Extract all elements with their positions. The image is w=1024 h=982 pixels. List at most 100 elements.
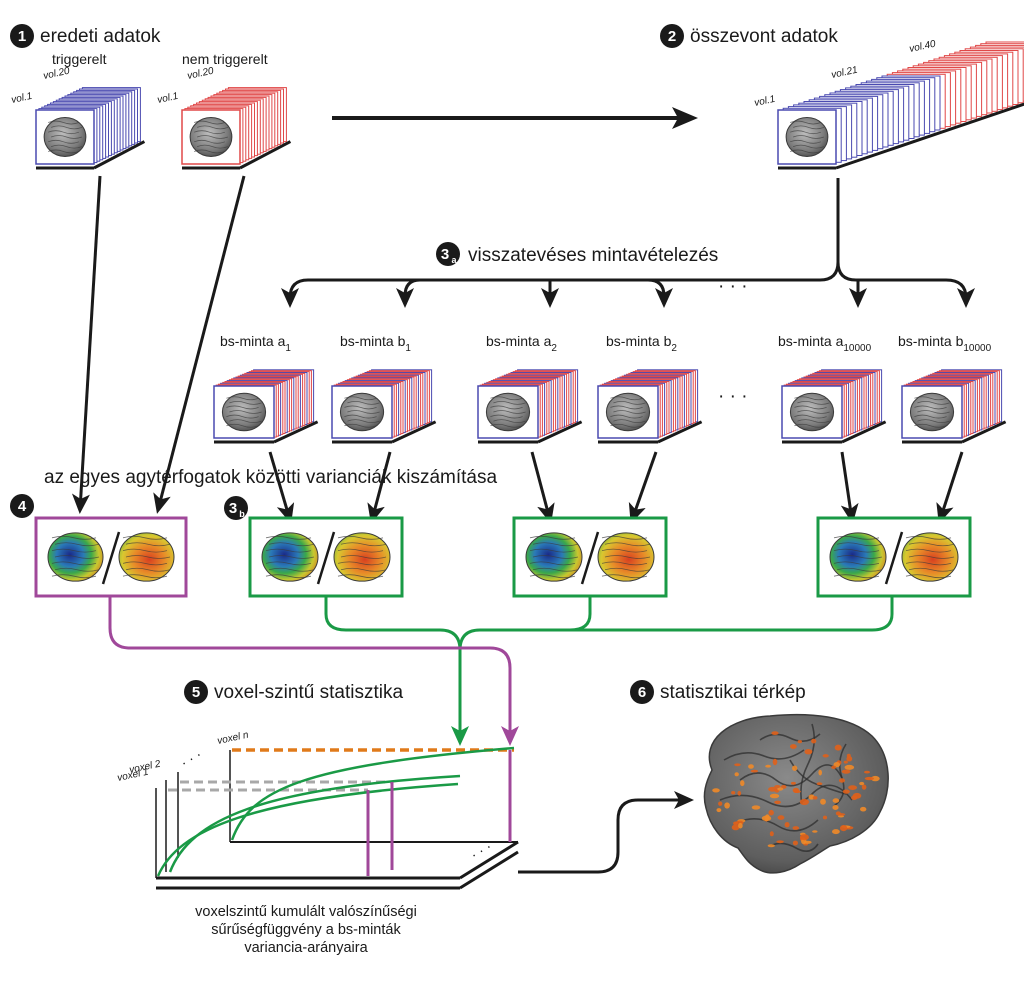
step-6-label: 6 statisztikai térkép [630, 680, 806, 704]
map-activation-spot [737, 790, 742, 796]
nontriggered-stack-brain-gyrus [196, 144, 229, 149]
nontriggered-stack-brain-gyrus [196, 135, 229, 139]
step-3b-badge [224, 496, 248, 520]
pooled-stack-base-depth [835, 102, 1024, 170]
variance-box-original-divide-slash [101, 531, 121, 585]
variance-box-bs-2-brain-b-gyrus [604, 542, 651, 547]
step-1-title: eredeti adatok [40, 26, 161, 47]
bs-stack-3-brain-gyrus [490, 414, 523, 419]
map-activation-spot [724, 802, 730, 809]
caption-line-1: voxelszintű kumulált valószínűségi [195, 904, 417, 920]
bs-b10000-variance-arrow [936, 451, 964, 524]
step-3b-badge-group: 3 b [224, 496, 248, 520]
bs-a10000-variance-arrow [840, 451, 859, 524]
bs-stack-3-brain-gyrus [493, 419, 526, 424]
map-activation-spot [861, 784, 867, 790]
map-activation-spot [870, 775, 880, 782]
variance-box-bs-2-brain-b-gyrus [601, 574, 648, 579]
triggered-vol-last: vol.20 [42, 66, 71, 82]
bs-b1-sub: 1 [405, 343, 411, 354]
nontriggered-stack-brain-gyrus [193, 120, 226, 125]
map-activation-spot [774, 800, 781, 804]
pooled-vol-mid: vol.21 [830, 65, 858, 81]
nontriggered-to-variance-arrow [153, 175, 246, 514]
map-sulcus [800, 723, 816, 805]
bs-stack-1-base-depth [273, 420, 319, 444]
bs-label-a2: bs-minta a2 [486, 333, 557, 354]
map-brain-activation [712, 731, 880, 848]
variance-box-bs-10000-brain-b-gyrus [905, 548, 952, 553]
bs-stack-6-brain-gyrus [914, 423, 947, 428]
bs-stack-6-brain-gyrus [917, 410, 950, 414]
map-activation-spot [740, 780, 745, 787]
variance-box-original-brain-a-gyrus [54, 567, 100, 572]
step-3b-sub: b [239, 509, 245, 519]
nontriggered-label: nem triggerelt [182, 51, 268, 67]
bs-a1-sub: 1 [285, 343, 291, 354]
caption-line-2: sűrűségfüggvény a bs-minták [211, 922, 401, 938]
map-activation-spot [797, 740, 802, 744]
svg-text:bs-minta b10000: bs-minta b10000 [898, 333, 992, 354]
map-brain-sulci [719, 723, 853, 852]
variance-box-original-brain-a-gyrus [51, 574, 97, 579]
bs-b10000-base: bs-minta b [898, 333, 964, 349]
map-activation-spot [738, 822, 743, 829]
svg-text:bs-minta a10000: bs-minta a10000 [778, 333, 872, 354]
step-6-badge [630, 680, 654, 704]
bs-a2-base: bs-minta a [486, 333, 552, 349]
map-sulcus [739, 764, 843, 787]
map-activation-spot [768, 809, 774, 816]
nontriggered-stack-brain-gyrus [193, 130, 226, 135]
variance-box-bs-10000-brain-a-gyrus [833, 574, 880, 579]
bs-label-b1: bs-minta b1 [340, 333, 411, 354]
step-3b-number: 3 [229, 500, 237, 517]
bs-stack-6-brain-shape [909, 392, 955, 432]
svg-text:bs-minta a1: bs-minta a1 [220, 333, 291, 354]
bs-stack-1-brain-gyrus [229, 400, 262, 405]
variance-box-original-brain-b-gyrus [125, 567, 171, 572]
step-6-title: statisztikai térkép [660, 682, 806, 703]
variance-box-bs-1-brain-b-gyrus [340, 555, 387, 559]
map-activation-spot [820, 798, 826, 805]
map-activation-spot [840, 825, 848, 832]
variance-box-original [34, 516, 188, 598]
bs-stack-5-brain-gyrus [794, 423, 827, 428]
map-activation-spot [818, 769, 822, 776]
map-activation-spot [838, 815, 844, 818]
bs-stack-6-brain-gyrus [914, 414, 947, 419]
nontriggered-stack-base-depth [239, 140, 292, 170]
bs-stack-5-brain-gyrus [794, 405, 827, 410]
bs-a10000-sub: 10000 [843, 343, 871, 354]
variance-box-bs-1-brain-b [333, 532, 391, 582]
variance-box-bs-2-brain-a-gyrus [529, 548, 576, 553]
bs-stack-1-brain-gyrus [226, 405, 259, 410]
bs-a1-base: bs-minta a [220, 333, 286, 349]
step-5-title: voxel-szintű statisztika [214, 682, 403, 703]
nontriggered-vol-first: vol.1 [156, 91, 179, 106]
bootstrap-stacks [213, 369, 1007, 444]
bs-stack-2-brain-gyrus [347, 400, 380, 405]
bs-stack-2-brain-gyrus [347, 410, 380, 414]
bs-stack-4-brain [605, 392, 651, 432]
map-activation-spot [772, 758, 778, 766]
nontriggered-stack-brain-gyrus [193, 139, 226, 144]
map-activation-spot [769, 793, 780, 799]
bs-label-a10000: bs-minta a10000 [778, 333, 872, 354]
map-activation-spot [864, 776, 875, 781]
statistical-map-brain [703, 713, 889, 874]
variance-box-original-brain-b-gyrus [122, 548, 168, 553]
bs-stack-2-brain-gyrus [344, 414, 377, 419]
caption-line-3: variancia-arányaira [244, 940, 368, 956]
resample-branch-line [281, 178, 840, 308]
bs-stack-3-brain-gyrus [490, 423, 523, 428]
bs-stack-5-brain-gyrus [794, 414, 827, 419]
step-2-label: 2 összevont adatok [660, 24, 838, 48]
step-4-badge-group: 4 [10, 494, 34, 518]
pooled-vol-last: vol.40 [908, 39, 937, 55]
variance-box-original-brain-a-gyrus [51, 548, 97, 553]
bs-label-b10000: bs-minta b10000 [898, 333, 992, 354]
bs-a10000-base: bs-minta a [778, 333, 844, 349]
map-activation-spot [790, 744, 797, 749]
map-activation-spot [838, 778, 846, 783]
